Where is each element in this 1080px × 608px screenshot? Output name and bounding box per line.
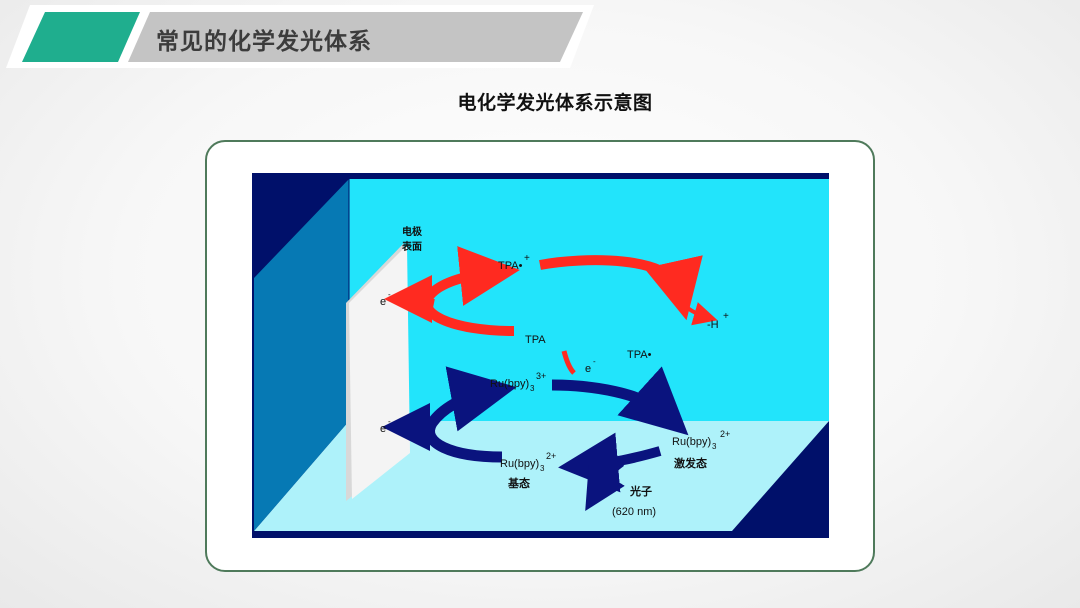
- red-arrow-electron-to-electrode: [384, 275, 435, 324]
- electrode-label-line2: 表面: [401, 240, 422, 253]
- blue-arrow-photon-emission: [585, 460, 625, 512]
- header-banner-shape: [6, 5, 594, 68]
- blue-arrow-ru3-to-excited: [551, 366, 689, 436]
- figure-title: 电化学发光体系示意图: [457, 92, 653, 114]
- electron-label-mid: e: [585, 363, 591, 375]
- electron-label-bottom: e: [380, 423, 386, 435]
- floor: [254, 421, 829, 531]
- ru3-subscript: 3: [530, 384, 535, 393]
- electron-label-top: e: [380, 296, 386, 308]
- back-wall: [349, 179, 829, 421]
- excited-state-label: 激发态: [674, 456, 707, 470]
- electrode-label-line1: 电极: [402, 225, 423, 238]
- blue-arrow-electron-to-electrode: [382, 403, 435, 452]
- ru3-charge: 3+: [536, 371, 546, 381]
- photon-wavelength: (620 nm): [612, 506, 656, 518]
- header-accent-block: [22, 12, 140, 62]
- ru2-excited-subscript: 3: [712, 442, 717, 451]
- ecl-diagram: 电极 表面 e - e - e - TPA• + TPA TPA• -H + R…: [252, 173, 829, 538]
- section-title: 常见的化学发光体系: [156, 29, 372, 55]
- red-arrow-proton-loss: [668, 289, 718, 326]
- electron-mid-minus: -: [593, 357, 596, 366]
- ru2-ground-label: Ru(bpy): [500, 458, 539, 470]
- ru2-excited-charge: 2+: [720, 429, 730, 439]
- electron-top-minus: -: [388, 290, 391, 299]
- proton-charge: +: [723, 311, 729, 322]
- proton-loss-label: -H: [707, 319, 719, 331]
- ru2-ground-subscript: 3: [540, 464, 545, 473]
- ru2-ground-charge: 2+: [546, 451, 556, 461]
- electron-bottom-minus: -: [388, 417, 391, 426]
- side-wall: [254, 179, 349, 531]
- photon-label: 光子: [629, 484, 652, 498]
- ru3-label: Ru(bpy): [490, 378, 529, 390]
- tpa-radical-cation-charge: +: [524, 253, 530, 264]
- section-header: 常见的化学发光体系: [0, 0, 600, 70]
- red-arrow-tpa-radical-to-ru: [561, 350, 576, 375]
- tpa-label: TPA: [525, 334, 546, 346]
- header-gray-band: [128, 12, 583, 62]
- red-arrow-tpa-radical-to-tpa: [539, 255, 703, 321]
- tpa-radical-label: TPA•: [627, 349, 652, 361]
- tpa-radical-cation-label: TPA•: [498, 260, 523, 272]
- ground-state-label: 基态: [507, 476, 530, 490]
- ru2-excited-label: Ru(bpy): [672, 436, 711, 448]
